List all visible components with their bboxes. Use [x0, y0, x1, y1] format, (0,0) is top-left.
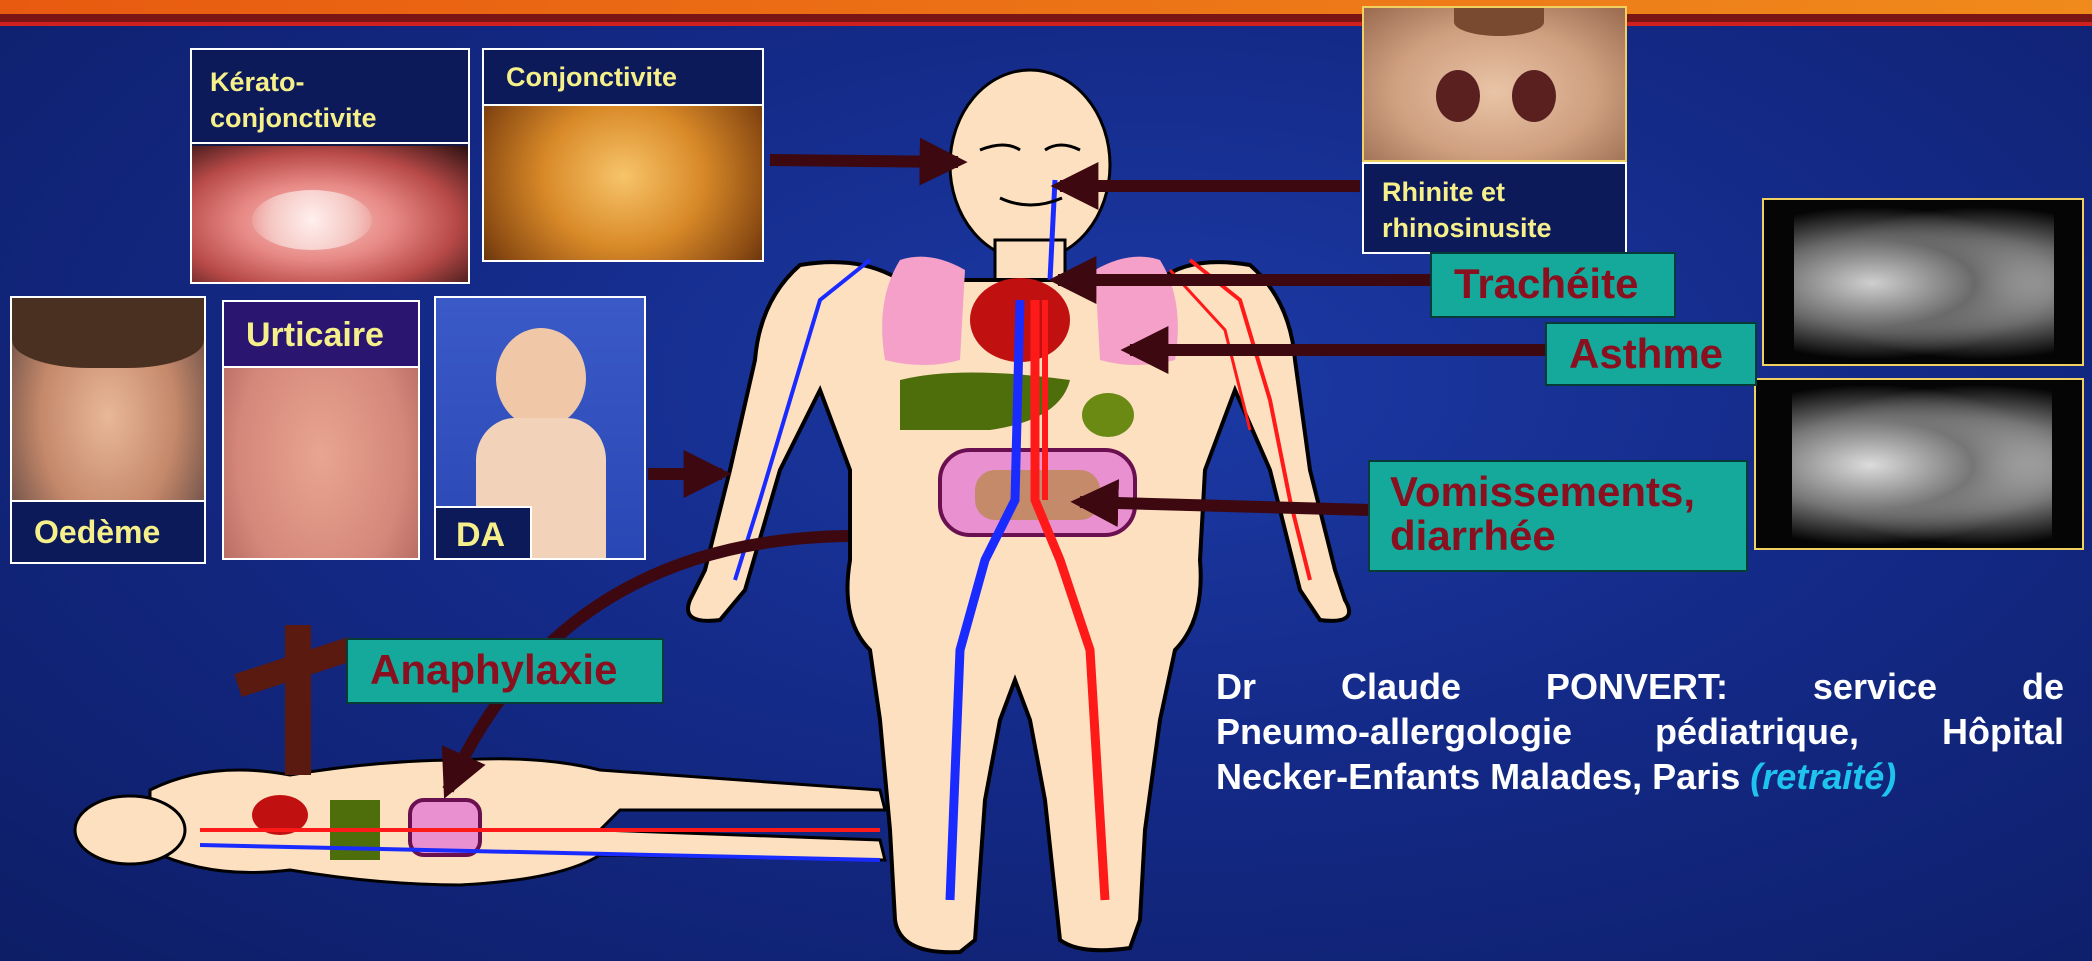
lying-body: [75, 759, 885, 885]
cross-icon: [234, 625, 356, 775]
credit-line-2: Pneumo-allergologie pédiatrique, Hôpital: [1216, 709, 2064, 754]
credit-line-3: Necker-Enfants Malades, Paris (retraité): [1216, 754, 2064, 799]
anaphylaxis-label: Anaphylaxie: [346, 638, 664, 704]
vomiting-diarrhea-label: Vomissements, diarrhée: [1368, 460, 1748, 572]
asthma-label: Asthme: [1545, 322, 1757, 386]
credit-hospital: Necker-Enfants Malades, Paris: [1216, 756, 1740, 797]
author-credit: Dr Claude PONVERT: service de Pneumo-all…: [1216, 664, 2064, 799]
tracheitis-label: Trachéite: [1430, 252, 1676, 318]
credit-retired-note: (retraité): [1750, 756, 1896, 797]
credit-line-1: Dr Claude PONVERT: service de: [1216, 664, 2064, 709]
